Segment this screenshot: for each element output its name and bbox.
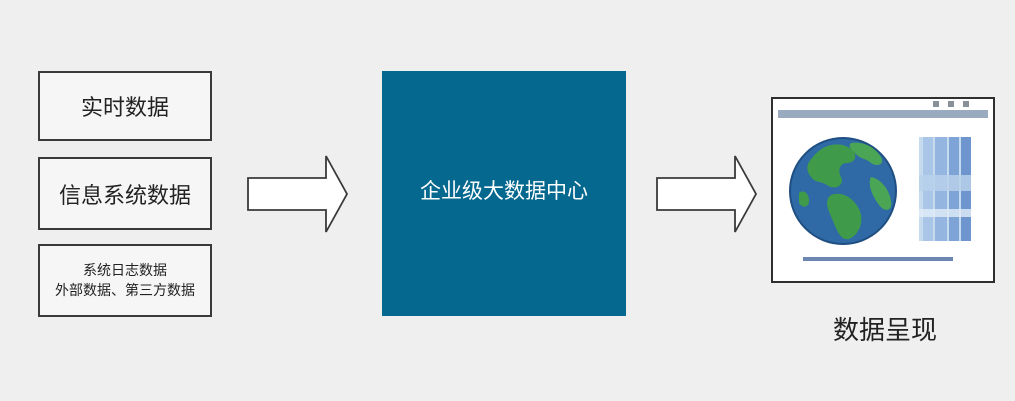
source-label-realtime: 实时数据: [80, 96, 169, 121]
source-label-info-system: 信息系统数据: [58, 183, 191, 209]
monitor-globe-icon: [771, 97, 995, 283]
source-box-logs-external: 系统日志数据 外部数据、第三方数据: [38, 244, 212, 317]
output-label: 数据呈现: [833, 316, 938, 346]
right-arrow-icon: [656, 155, 758, 233]
right-arrow-icon: [247, 155, 349, 233]
source-box-info-system: 信息系统数据: [38, 157, 212, 230]
source-box-realtime: 实时数据: [38, 71, 212, 141]
source-label-external: 外部数据、第三方数据: [55, 282, 195, 299]
center-label: 企业级大数据中心: [420, 178, 588, 203]
source-label-logs: 系统日志数据: [83, 262, 167, 279]
enterprise-data-center: 企业级大数据中心: [382, 71, 626, 316]
